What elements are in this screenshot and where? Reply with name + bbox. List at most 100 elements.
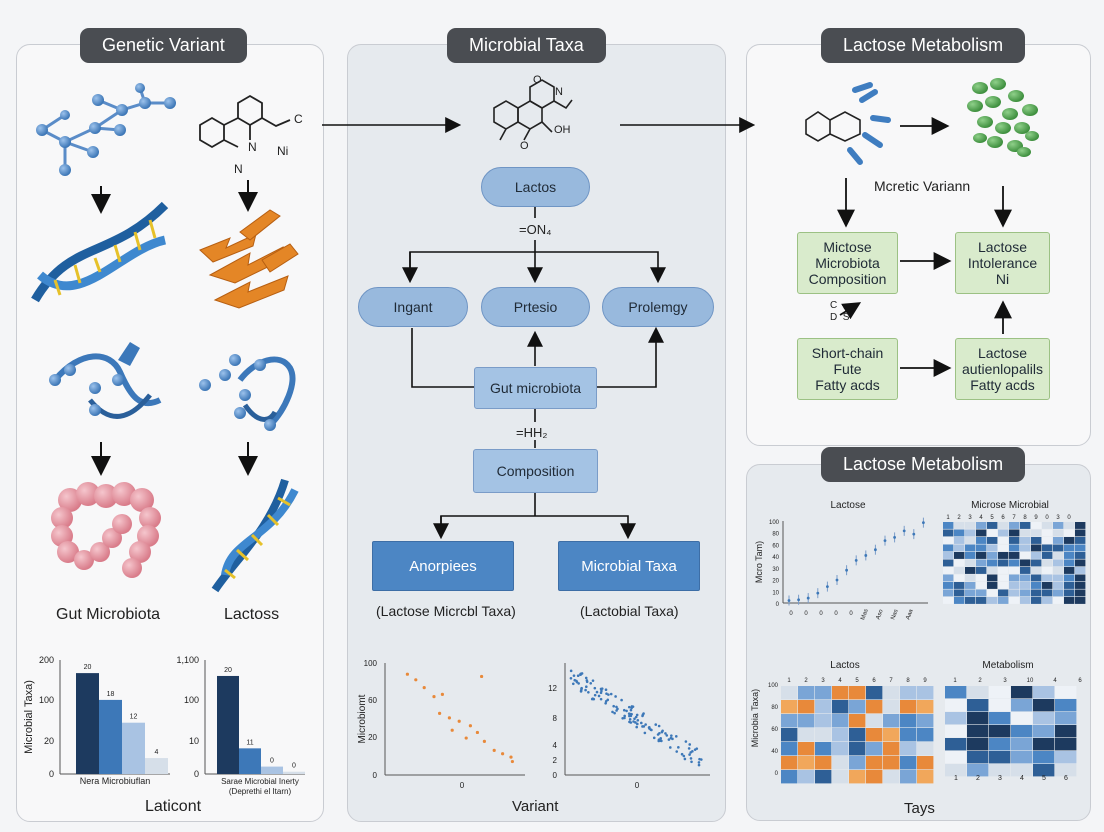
bar-chart-1-data-label: 18 <box>107 691 115 698</box>
scatter-blue-point <box>615 705 618 709</box>
scatter-blue-point <box>584 676 588 680</box>
scatter-blue-point <box>589 681 593 685</box>
scatter-blue-point <box>688 753 691 756</box>
bar-chart-2-bar <box>239 748 261 774</box>
scatter-blue-point <box>573 678 577 682</box>
heatmap-1-cell <box>1042 574 1053 582</box>
heatmap-2-cell <box>883 756 900 770</box>
scatter-blue-point <box>690 760 693 764</box>
heatmap-2-cell <box>815 756 832 770</box>
heatmap-3-cell <box>945 686 967 699</box>
heatmap-1-cell <box>1075 544 1086 552</box>
lactose-scatter-xtick: Nas <box>890 609 899 621</box>
heatmap-1-cell <box>1075 559 1086 567</box>
scatter-blue-point <box>669 736 673 740</box>
bar-chart-1-data-label: 20 <box>84 664 92 671</box>
heatmap-1-cell <box>1031 537 1042 544</box>
heatmap-2-cell <box>815 700 832 714</box>
lactose-scatter-point <box>912 532 916 536</box>
heatmap-1-cell <box>976 567 987 574</box>
scatter-orange-ytick: 100 <box>364 659 378 668</box>
heatmap-2-cell <box>900 714 917 728</box>
heatmap-3-colnum: 1 <box>953 678 957 684</box>
bar-chart-2-bar <box>261 766 283 774</box>
heatmap-1-cell <box>965 552 976 559</box>
middle-footer-label: Variant <box>512 798 559 815</box>
scatter-blue-point <box>628 714 631 718</box>
bar-chart-2-ytick: 10 <box>189 736 199 746</box>
scatter-blue-point <box>579 673 582 676</box>
heatmap-3-cell <box>967 712 989 725</box>
heatmap-3-cell <box>1011 725 1033 738</box>
heatmap-2-cell <box>900 770 917 784</box>
scatter-blue-point <box>593 693 597 697</box>
heatmap-1-cell <box>976 597 987 604</box>
scatter-blue-point <box>634 721 637 724</box>
bar-chart-2-bar <box>283 771 305 774</box>
heatmap-1-cell <box>998 574 1009 582</box>
heatmap-2-colnum: 8 <box>906 678 910 684</box>
heatmap-1-cell <box>1042 537 1053 544</box>
scatter-blue-point <box>628 720 631 724</box>
scatter-blue-point <box>636 718 640 722</box>
heatmap-2-cell <box>900 728 917 742</box>
lactose-scatter-point <box>893 536 896 539</box>
heatmap-1-cell <box>987 544 998 552</box>
heatmap-3-cell <box>967 686 989 699</box>
molecule-skeletal-icon <box>493 79 573 141</box>
bar-chart-2-ytick: 100 <box>184 695 199 705</box>
heatmap-1-cell <box>1075 597 1086 604</box>
scatter-blue-point <box>595 690 599 694</box>
heatmap-2-cell <box>866 742 883 756</box>
heatmap-1-cell <box>1053 597 1064 604</box>
heatmap-1-colnum: 9 <box>1034 515 1038 521</box>
scatter-blue-point <box>677 746 680 749</box>
chem-label-n: N <box>248 140 257 154</box>
panel-title-microbial-taxa: Microbial Taxa <box>447 28 606 63</box>
heatmap-2-cell <box>917 756 934 770</box>
heatmap-1-cell <box>998 544 1009 552</box>
bar-chart-1-bar <box>145 758 168 774</box>
heatmap-1-cell <box>1075 589 1086 597</box>
scatter-blue-point <box>644 723 647 726</box>
scatter-blue-point <box>656 733 660 736</box>
scatter-orange-point <box>509 755 513 759</box>
protein-structure-icon <box>52 342 162 419</box>
heatmap-1-cell <box>1053 544 1064 552</box>
heatmap-3-cell <box>1055 738 1077 751</box>
heatmap-1-cell <box>987 597 998 604</box>
heatmap-1-cell <box>954 597 965 604</box>
scatter-blue-point <box>611 710 614 714</box>
scatter-orange-point <box>457 719 461 723</box>
heatmap-2-cell <box>883 686 900 700</box>
heatmap-2-cell <box>849 742 866 756</box>
scatter-blue-point <box>669 746 672 749</box>
scatter-blue-point <box>682 754 686 758</box>
heatmap-1-cell <box>1031 589 1042 597</box>
scatter-blue-point <box>639 721 643 725</box>
scatter-orange-point <box>438 711 442 716</box>
heatmap-1-cell <box>998 597 1009 604</box>
heatmap-1-cell <box>1042 589 1053 597</box>
lactose-scatter-ylabel: Mcro Tam) <box>754 541 764 583</box>
heatmap-1-cell <box>987 567 998 574</box>
scatter-orange-point <box>414 678 418 682</box>
panel-title-lactose-metabolism-2: Lactose Metabolism <box>821 447 1026 482</box>
lactose-scatter-ytick: 80 <box>772 532 779 538</box>
scatter-orange-ylabel: Microbiomt <box>357 694 368 743</box>
heatmap-1-cell <box>965 597 976 604</box>
heatmap-1-cell <box>1042 522 1053 529</box>
heatmap-1-cell <box>1020 529 1031 537</box>
scatter-blue-point <box>622 708 626 712</box>
heatmap-3-cell <box>989 686 1011 699</box>
heatmap-2-colnum: 1 <box>787 678 791 684</box>
bar-chart-2-ytick: 0 <box>194 769 199 779</box>
heatmap-1-cell <box>1064 552 1075 559</box>
heatmap-2-cell <box>781 714 798 728</box>
gut-microbiota-box: Gut microbiota <box>474 367 597 409</box>
heatmap-3-cell <box>1011 699 1033 712</box>
heatmap-1-cell <box>1042 559 1053 567</box>
mictose-microbiota-box: Mictose Microbiota Composition <box>797 232 898 294</box>
scatter-blue-point <box>575 680 579 684</box>
